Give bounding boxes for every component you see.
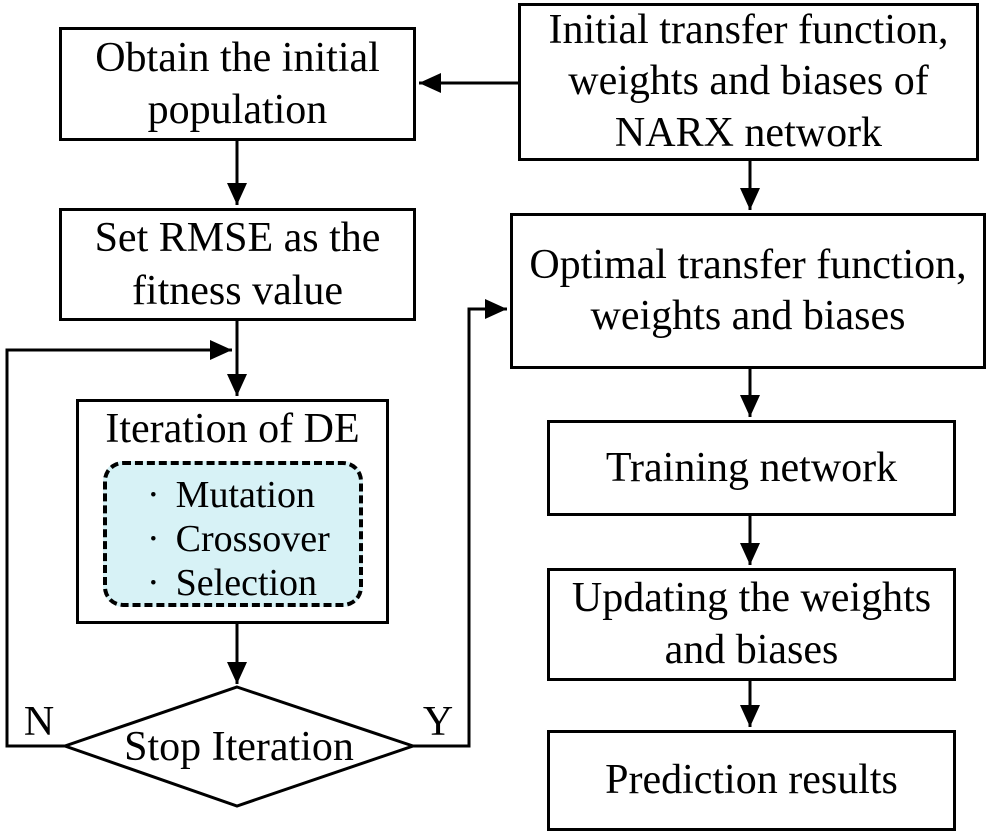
arrow-yes-branch-to-optimal xyxy=(413,299,507,748)
bullet-dot-icon: · xyxy=(147,474,160,516)
bullet-dot-icon: · xyxy=(147,518,160,560)
node-optimal-transfer-function: Optimal transfer function, weights and b… xyxy=(510,213,986,369)
de-operators-panel: · Mutation · Crossover · Selection xyxy=(103,461,363,607)
step-selection: · Selection xyxy=(147,561,359,605)
step-crossover-label: Crossover xyxy=(175,518,330,560)
step-selection-label: Selection xyxy=(175,562,318,604)
step-mutation-label: Mutation xyxy=(175,474,315,516)
node-updating-weights-biases: Updating the weights and biases xyxy=(547,568,956,681)
decision-yes-label: Y xyxy=(422,699,454,745)
step-mutation: · Mutation xyxy=(147,473,359,517)
step-crossover: · Crossover xyxy=(147,517,359,561)
node-set-rmse-fitness: Set RMSE as the fitness value xyxy=(59,208,416,321)
decision-diamond xyxy=(60,685,418,808)
decision-no-label: N xyxy=(23,699,55,745)
node-training-network: Training network xyxy=(547,420,956,516)
node-prediction-results: Prediction results xyxy=(547,730,956,831)
node-obtain-initial-population: Obtain the initial population xyxy=(59,27,416,141)
decision-stop-iteration-label: Stop Iteration xyxy=(124,724,354,770)
arrow-loop-no-branch xyxy=(5,340,232,748)
node-initial-transfer-function: Initial transfer function, weights and b… xyxy=(518,3,979,161)
bullet-dot-icon: · xyxy=(147,562,160,604)
iteration-of-de-title: Iteration of DE xyxy=(105,406,360,452)
